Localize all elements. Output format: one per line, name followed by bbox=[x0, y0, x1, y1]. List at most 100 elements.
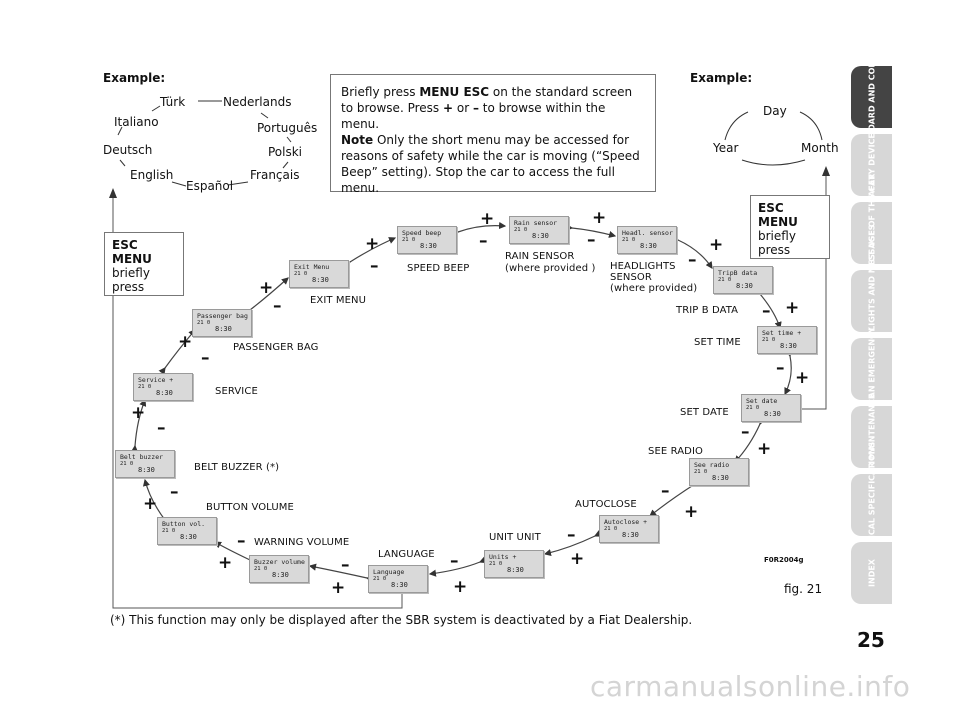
instruction-plus: + bbox=[442, 101, 454, 115]
plus-symbol: + bbox=[131, 403, 146, 423]
label-warning-volume: WARNING VOLUME bbox=[254, 537, 350, 548]
plus-symbol: + bbox=[592, 208, 607, 228]
instruction-note-label: Note bbox=[341, 133, 374, 147]
tab-safety-devices[interactable]: SAFETY DEVICES bbox=[851, 127, 892, 203]
language-turk: Türk bbox=[160, 95, 186, 109]
label-headl-note: (where provided) bbox=[610, 283, 698, 294]
instruction-or: or bbox=[453, 101, 473, 115]
label-headl-1: HEADLIGHTS bbox=[610, 261, 676, 272]
cycle-month: Month bbox=[801, 141, 839, 155]
instruction-minus: – bbox=[472, 101, 479, 115]
label-speed-beep: SPEED BEEP bbox=[407, 263, 470, 274]
esc-right-title2: MENU bbox=[758, 215, 798, 229]
instruction-text-2: on the standard screen to browse. Press bbox=[341, 85, 633, 115]
language-english: English bbox=[130, 168, 174, 182]
language-francais: Français bbox=[250, 168, 300, 182]
plus-symbol: + bbox=[143, 494, 158, 514]
label-headl-2: SENSOR bbox=[610, 272, 652, 283]
tab-dashboard-and-controls[interactable]: DASHBOARD AND CONTROLS bbox=[851, 32, 892, 162]
plus-symbol: + bbox=[331, 578, 346, 598]
minus-symbol: – bbox=[688, 250, 697, 270]
plus-symbol: + bbox=[218, 553, 233, 573]
label-set-time: SET TIME bbox=[694, 337, 741, 348]
footnote: (*) This function may only be displayed … bbox=[110, 613, 693, 627]
tab-correct-use[interactable]: CORRECT USE OF THE CAR bbox=[851, 174, 892, 292]
label-see-radio: SEE RADIO bbox=[648, 446, 703, 457]
label-service: SERVICE bbox=[215, 386, 258, 397]
tab-warning-lights[interactable]: WARNING LIGHTS AND MESSAGES bbox=[851, 225, 892, 377]
cycle-day: Day bbox=[763, 104, 787, 118]
label-language: LANGUAGE bbox=[378, 549, 435, 560]
label-set-date: SET DATE bbox=[680, 407, 729, 418]
tab-label: INDEX bbox=[867, 559, 876, 587]
minus-symbol: – bbox=[341, 555, 350, 575]
minus-symbol: – bbox=[201, 348, 210, 368]
figure-code: F0R2004g bbox=[764, 556, 804, 564]
minus-symbol: – bbox=[237, 531, 246, 551]
plus-symbol: + bbox=[453, 577, 468, 597]
language-portugues: Português bbox=[257, 121, 318, 135]
language-nederlands: Nederlands bbox=[223, 95, 292, 109]
chapter-tabs: DASHBOARD AND CONTROLS SAFETY DEVICES CO… bbox=[851, 32, 892, 610]
plus-symbol: + bbox=[757, 439, 772, 459]
minus-symbol: – bbox=[762, 301, 771, 321]
minus-symbol: – bbox=[157, 418, 166, 438]
minus-symbol: – bbox=[273, 296, 282, 316]
instruction-text-1: Briefly press bbox=[341, 85, 420, 99]
minus-symbol: – bbox=[450, 551, 459, 571]
esc-right-sub: briefly press bbox=[758, 229, 796, 257]
minus-symbol: – bbox=[370, 256, 379, 276]
instruction-key: MENU ESC bbox=[419, 85, 490, 99]
plus-symbol: + bbox=[785, 298, 800, 318]
label-button-volume: BUTTON VOLUME bbox=[206, 502, 294, 513]
figure-caption: fig. 21 bbox=[784, 582, 823, 596]
plus-symbol: + bbox=[684, 502, 699, 522]
minus-symbol: – bbox=[587, 230, 596, 250]
language-espanol: Español bbox=[186, 179, 234, 193]
language-polski: Polski bbox=[268, 145, 303, 159]
example-left-title: Example: bbox=[103, 71, 166, 85]
esc-menu-box-right: ESC MENU briefly press bbox=[750, 195, 830, 259]
esc-right-title1: ESC bbox=[758, 201, 784, 215]
watermark: carmanualsonline.info bbox=[590, 670, 911, 703]
example-right-title: Example: bbox=[690, 71, 753, 85]
minus-symbol: – bbox=[170, 482, 179, 502]
label-rain-sensor: RAIN SENSOR bbox=[505, 251, 575, 262]
plus-symbol: + bbox=[178, 332, 193, 352]
esc-left-title2: MENU bbox=[112, 252, 152, 266]
minus-symbol: – bbox=[661, 481, 670, 501]
minus-symbol: – bbox=[741, 422, 750, 442]
label-unit: UNIT UNIT bbox=[489, 532, 541, 543]
esc-menu-box-left: ESC MENU briefly press bbox=[104, 232, 184, 296]
tab-emergency[interactable]: IN AN EMERGENCY bbox=[851, 327, 892, 411]
plus-symbol: + bbox=[259, 278, 274, 298]
label-autoclose: AUTOCLOSE bbox=[575, 499, 637, 510]
minus-symbol: – bbox=[479, 231, 488, 251]
plus-symbol: + bbox=[570, 549, 585, 569]
esc-left-sub: briefly press bbox=[112, 266, 150, 294]
label-belt-buzzer: BELT BUZZER (*) bbox=[194, 462, 280, 473]
language-italiano: Italiano bbox=[114, 115, 159, 129]
tab-car-maintenance[interactable]: CAR MAINTENANCE bbox=[851, 394, 892, 480]
esc-left-title1: ESC bbox=[112, 238, 138, 252]
instruction-note-text: Only the short menu may be accessed for … bbox=[341, 133, 640, 195]
plus-symbol: + bbox=[709, 235, 724, 255]
tab-technical-specifications[interactable]: TECHNICAL SPECIFICATIONS bbox=[851, 442, 892, 568]
plus-symbol: + bbox=[480, 209, 495, 229]
tab-index[interactable]: INDEX bbox=[851, 542, 892, 604]
language-deutsch: Deutsch bbox=[103, 143, 153, 157]
minus-symbol: – bbox=[776, 358, 785, 378]
